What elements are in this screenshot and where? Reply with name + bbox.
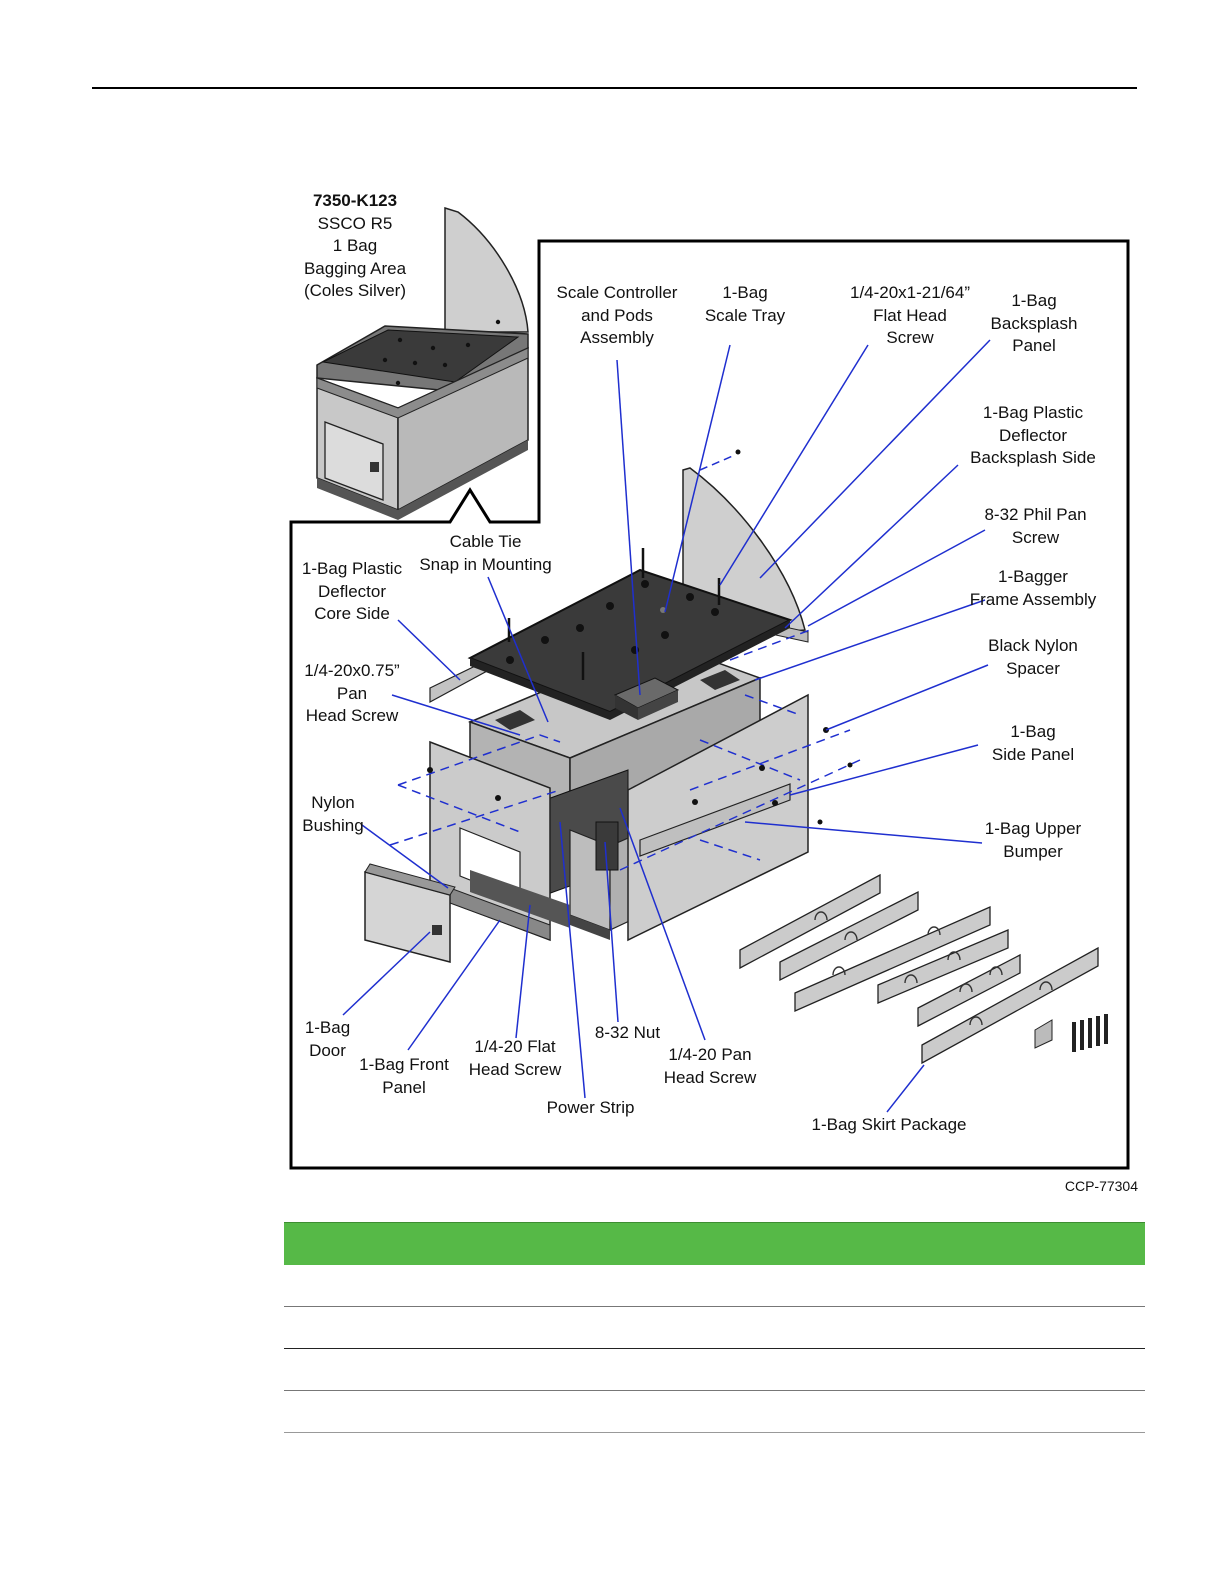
callout-power-strip: Power Strip bbox=[543, 1097, 638, 1120]
inset-caption: 7350-K123 SSCO R5 1 Bag Bagging Area (Co… bbox=[270, 190, 440, 303]
callout-line: 1/4-20 Pan bbox=[668, 1045, 752, 1064]
callout-line: 1-Bag Upper bbox=[984, 819, 1082, 838]
figure-id: CCP-77304 bbox=[1064, 1178, 1138, 1194]
callout-side-panel: 1-Bag Side Panel bbox=[985, 721, 1081, 766]
callout-pan-head-screw: 1/4-20 Pan Head Screw bbox=[660, 1044, 760, 1089]
callout-line: Nylon bbox=[311, 793, 355, 812]
callout-scale-controller: Scale Controller and Pods Assembly bbox=[556, 282, 678, 350]
exploded-assembly-figure: 7350-K123 SSCO R5 1 Bag Bagging Area (Co… bbox=[270, 190, 1138, 1194]
callout-phil-pan-screw: 8-32 Phil Pan Screw bbox=[978, 504, 1093, 549]
figure-frame bbox=[289, 239, 1130, 1170]
header-rule bbox=[92, 87, 1137, 89]
callout-leaders bbox=[342, 339, 991, 1113]
callout-deflector-backsplash: 1-Bag Plastic Deflector Backsplash Side bbox=[968, 402, 1098, 470]
callout-line: 1/4-20x1-21/64” bbox=[849, 283, 971, 302]
callout-door: 1-Bag Door bbox=[300, 1017, 355, 1062]
callout-line: Backsplash bbox=[990, 313, 1078, 333]
inset-assembled-unit bbox=[316, 206, 529, 520]
callout-upper-bumper: 1-Bag Upper Bumper bbox=[983, 818, 1083, 863]
callout-line: 1/4-20 Flat bbox=[474, 1037, 556, 1056]
callout-line: Deflector bbox=[317, 581, 387, 601]
callout-line: 1-Bag bbox=[304, 1018, 351, 1037]
callout-line: Frame Assembly bbox=[969, 589, 1097, 609]
callout-line: Scale Tray bbox=[704, 305, 786, 325]
callout-line: Head Screw bbox=[468, 1059, 562, 1079]
callout-line: Backsplash Side bbox=[970, 448, 1096, 467]
callout-line: 1-Bag Plastic bbox=[301, 559, 403, 578]
callout-line: Screw bbox=[1011, 527, 1060, 547]
callout-flat-head-screw-long: 1/4-20x1-21/64” Flat Head Screw bbox=[845, 282, 975, 350]
callout-front-panel: 1-Bag Front Panel bbox=[356, 1054, 452, 1099]
inset-line: (Coles Silver) bbox=[303, 281, 407, 300]
callout-pan-head-screw-075: 1/4-20x0.75” Pan Head Screw bbox=[298, 660, 406, 728]
callout-line: Black Nylon bbox=[988, 636, 1078, 655]
inset-part-number: 7350-K123 bbox=[312, 191, 398, 210]
callout-line: 1-Bag Skirt Package bbox=[811, 1115, 967, 1134]
callout-line: Spacer bbox=[1006, 658, 1060, 678]
table-row bbox=[284, 1265, 1145, 1307]
callout-line: Bumper bbox=[1003, 841, 1063, 861]
callout-line: Cable Tie bbox=[449, 532, 522, 551]
parts-table bbox=[284, 1222, 1145, 1433]
callout-nylon-bushing: Nylon Bushing bbox=[298, 792, 368, 837]
table-row bbox=[284, 1307, 1145, 1349]
callout-line: 1-Bagger bbox=[998, 567, 1068, 586]
callout-line: Panel bbox=[382, 1077, 426, 1097]
skirt-package bbox=[739, 873, 1099, 1065]
callout-line: Head Screw bbox=[305, 706, 399, 725]
exploded-parts bbox=[364, 449, 1108, 1065]
callout-scale-tray: 1-Bag Scale Tray bbox=[700, 282, 790, 327]
callout-line: Side Panel bbox=[991, 744, 1075, 764]
upper-bumper bbox=[639, 783, 791, 857]
callout-line: Snap in Mounting bbox=[419, 554, 552, 574]
callout-line: Power Strip bbox=[546, 1098, 635, 1117]
callout-flat-head-screw: 1/4-20 Flat Head Screw bbox=[465, 1036, 565, 1081]
callout-line: 1-Bag bbox=[1010, 722, 1056, 741]
callout-line: Door bbox=[309, 1040, 346, 1060]
inset-line: SSCO R5 bbox=[317, 213, 393, 233]
table-row bbox=[284, 1349, 1145, 1391]
callout-nylon-spacer: Black Nylon Spacer bbox=[983, 635, 1083, 680]
callout-line: Flat Head bbox=[873, 305, 947, 325]
callout-line: Head Screw bbox=[663, 1067, 757, 1087]
callout-line: 8-32 Phil Pan bbox=[984, 505, 1087, 524]
callout-line: 1-Bag bbox=[1011, 291, 1057, 310]
table-header-row bbox=[284, 1222, 1145, 1265]
callout-line: Screw bbox=[886, 328, 934, 347]
callout-line: Core Side bbox=[314, 604, 390, 623]
callout-line: 1/4-20x0.75” bbox=[304, 661, 400, 680]
callout-line: Panel bbox=[1012, 336, 1056, 355]
callout-line: 1-Bag bbox=[722, 283, 768, 302]
callout-line: Assembly bbox=[580, 328, 654, 347]
inset-line: 1 Bag bbox=[332, 236, 378, 255]
assembly-illustration bbox=[289, 206, 1130, 1170]
callout-skirt-package: 1-Bag Skirt Package bbox=[810, 1114, 968, 1137]
callout-line: 1-Bag Front bbox=[359, 1055, 449, 1074]
inset-line: Bagging Area bbox=[303, 258, 407, 278]
callout-line: Scale Controller bbox=[556, 283, 678, 302]
callout-frame-assembly: 1-Bagger Frame Assembly bbox=[968, 566, 1098, 611]
callout-backsplash-panel: 1-Bag Backsplash Panel bbox=[985, 290, 1083, 358]
callout-line: Deflector bbox=[998, 425, 1068, 445]
callout-line: Pan bbox=[336, 683, 368, 703]
callout-line: and Pods bbox=[581, 305, 653, 325]
callout-line: 8-32 Nut bbox=[594, 1023, 661, 1042]
table-row bbox=[284, 1391, 1145, 1433]
callout-line: 1-Bag Plastic bbox=[982, 403, 1084, 422]
callout-deflector-core: 1-Bag Plastic Deflector Core Side bbox=[298, 558, 406, 626]
callout-line: Bushing bbox=[302, 815, 364, 835]
callout-nut: 8-32 Nut bbox=[590, 1022, 665, 1045]
callout-cable-tie: Cable Tie Snap in Mounting bbox=[418, 531, 553, 576]
